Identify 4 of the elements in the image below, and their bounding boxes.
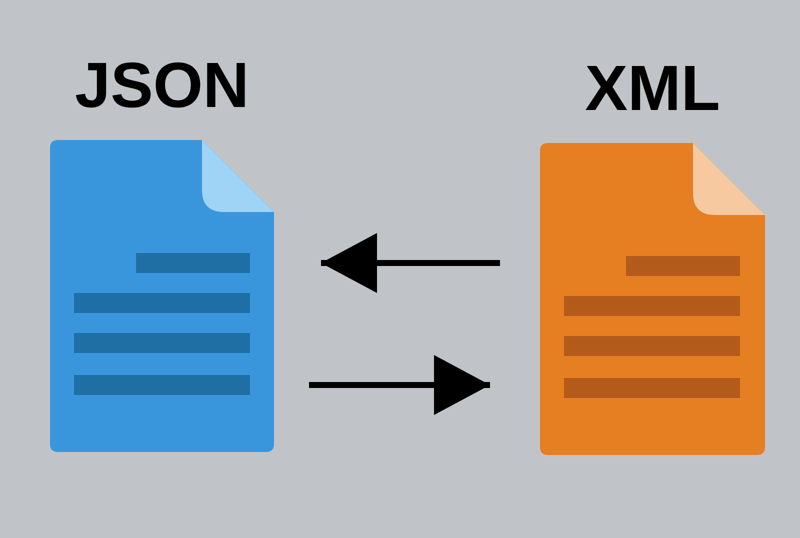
arrow — [309, 355, 490, 415]
file-type-heading: XML — [584, 53, 720, 123]
file-type-heading: JSON — [74, 50, 250, 120]
arrow — [321, 233, 500, 293]
